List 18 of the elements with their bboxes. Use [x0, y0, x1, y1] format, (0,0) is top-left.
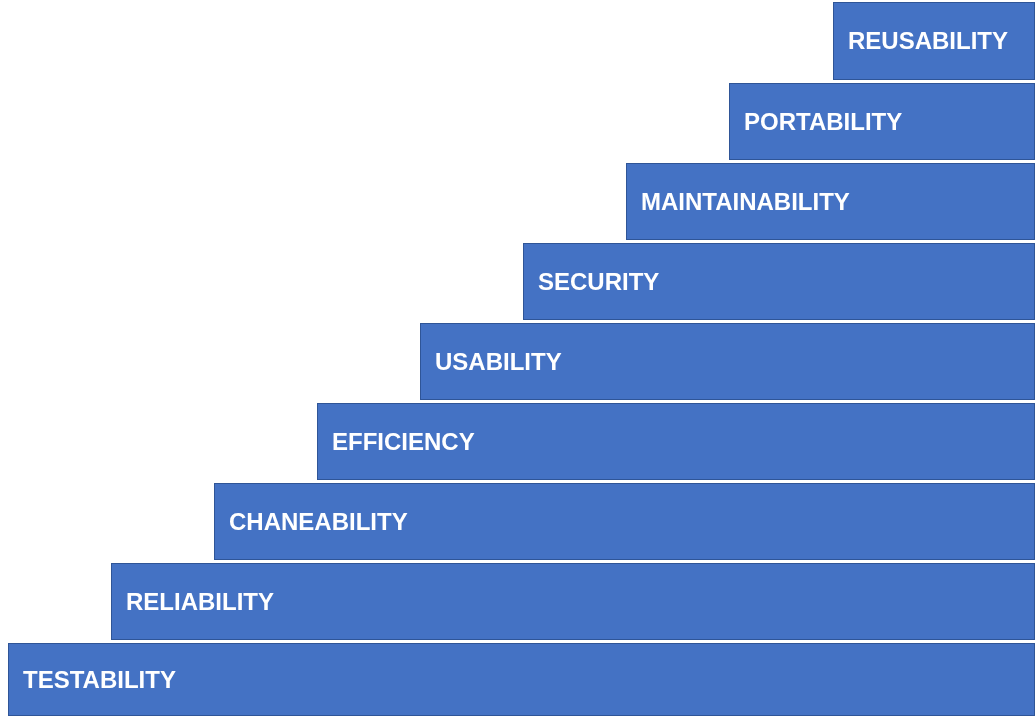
step-bar — [833, 2, 1035, 80]
step-label: CHANEABILITY — [229, 507, 408, 536]
step-label: PORTABILITY — [744, 107, 903, 136]
step-label: SECURITY — [538, 267, 660, 296]
step-bar — [317, 403, 1035, 480]
step-bar — [214, 483, 1035, 560]
step-bar — [626, 163, 1035, 240]
step-label: MAINTAINABILITY — [641, 187, 850, 216]
step-label: USABILITY — [435, 347, 562, 376]
step-bar — [523, 243, 1035, 320]
step-label: TESTABILITY — [23, 665, 176, 694]
step-label: RELIABILITY — [126, 587, 274, 616]
step-label: REUSABILITY — [848, 27, 1008, 55]
step-bar — [111, 563, 1035, 640]
step-label: EFFICIENCY — [332, 427, 475, 456]
step-bar — [729, 83, 1035, 160]
step-bar — [420, 323, 1035, 400]
step-bar — [8, 643, 1035, 716]
